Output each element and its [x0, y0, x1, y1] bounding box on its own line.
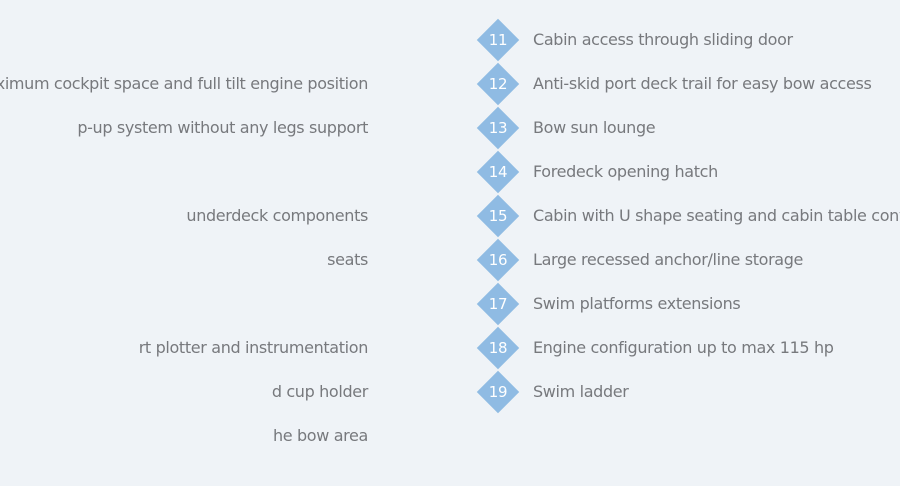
list-item: rt plotter and instrumentation: [0, 326, 440, 370]
number-badge: 14: [476, 150, 520, 194]
feature-list-right: 11 Cabin access through sliding door 12 …: [476, 18, 900, 414]
number-badge: 16: [476, 238, 520, 282]
feature-text: seats: [327, 250, 368, 269]
badge-number: 18: [488, 339, 508, 357]
list-item: 12 Anti-skid port deck trail for easy bo…: [476, 62, 900, 106]
badge-number: 11: [488, 31, 508, 49]
number-badge: 17: [476, 282, 520, 326]
feature-text: Cabin with U shape seating and cabin tab…: [533, 206, 900, 225]
list-item: p-up system without any legs support: [0, 106, 440, 150]
feature-text: Swim ladder: [533, 382, 629, 401]
list-item: 14 Foredeck opening hatch: [476, 150, 900, 194]
feature-text: d cup holder: [271, 382, 369, 401]
feature-list-left: aximum cockpit space and full tilt engin…: [0, 62, 440, 458]
feature-text: Foredeck opening hatch: [533, 162, 718, 181]
list-item: [0, 282, 440, 326]
list-item: 16 Large recessed anchor/line storage: [476, 238, 900, 282]
badge-number: 17: [488, 295, 508, 313]
list-item: 17 Swim platforms extensions: [476, 282, 900, 326]
list-item: 15 Cabin with U shape seating and cabin …: [476, 194, 900, 238]
feature-text: he bow area: [272, 426, 368, 445]
feature-text: underdeck components: [186, 206, 368, 225]
feature-text: Large recessed anchor/line storage: [533, 250, 804, 269]
list-item: 19 Swim ladder: [476, 370, 900, 414]
number-badge: 11: [476, 18, 520, 62]
list-item: d cup holder: [0, 370, 440, 414]
badge-number: 16: [488, 251, 508, 269]
number-badge: 13: [476, 106, 520, 150]
list-item: 13 Bow sun lounge: [476, 106, 900, 150]
badge-number: 12: [488, 75, 508, 93]
list-item: [0, 150, 440, 194]
list-item: seats: [0, 238, 440, 282]
list-item: aximum cockpit space and full tilt engin…: [0, 62, 440, 106]
feature-text: aximum cockpit space and full tilt engin…: [0, 74, 368, 93]
badge-number: 15: [488, 207, 508, 225]
feature-text: p-up system without any legs support: [77, 118, 368, 137]
feature-text: Swim platforms extensions: [533, 294, 741, 313]
list-item: underdeck components: [0, 194, 440, 238]
list-item: 18 Engine configuration up to max 115 hp: [476, 326, 900, 370]
number-badge: 19: [476, 370, 520, 414]
feature-text: Bow sun lounge: [533, 118, 656, 137]
feature-text: Anti-skid port deck trail for easy bow a…: [533, 74, 872, 93]
badge-number: 14: [488, 163, 508, 181]
badge-number: 13: [488, 119, 508, 137]
list-item: he bow area: [0, 414, 440, 458]
number-badge: 15: [476, 194, 520, 238]
number-badge: 12: [476, 62, 520, 106]
feature-text: rt plotter and instrumentation: [138, 338, 369, 357]
feature-text: Cabin access through sliding door: [533, 30, 793, 49]
feature-text: Engine configuration up to max 115 hp: [533, 338, 834, 357]
badge-number: 19: [488, 383, 508, 401]
number-badge: 18: [476, 326, 520, 370]
list-item: 11 Cabin access through sliding door: [476, 18, 900, 62]
